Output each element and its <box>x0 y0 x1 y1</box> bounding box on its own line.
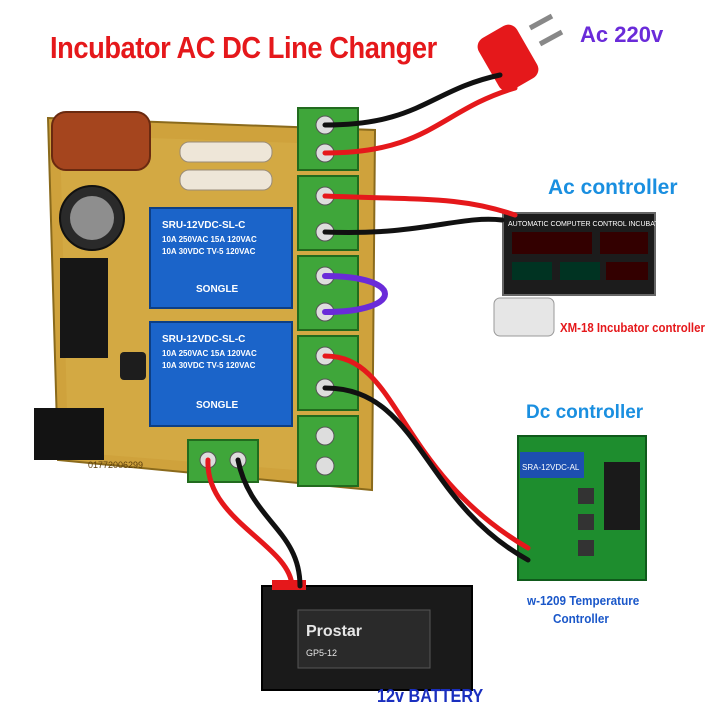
terminal-blocks <box>298 108 358 486</box>
battery-brand: Prostar <box>306 623 362 640</box>
resistor-2 <box>180 170 272 190</box>
relay1-brand: SONGLE <box>196 284 239 295</box>
ac-supply-label: Ac 220v <box>580 22 663 48</box>
ac-plug-icon <box>474 16 562 95</box>
w1209-label-line2: Controller <box>553 611 609 626</box>
relay1-rating2: 10A 30VDC TV-5 120VAC <box>162 247 256 256</box>
transistor <box>120 352 146 380</box>
relay2-brand: SONGLE <box>196 400 239 411</box>
film-capacitor <box>52 112 150 170</box>
battery-label: 12v BATTERY <box>377 686 483 707</box>
ic-chip <box>60 258 108 358</box>
ac-controller-header: AUTOMATIC COMPUTER CONTROL INCUBATOR <box>508 221 669 228</box>
w1209-label-line1: w-1209 Temperature <box>527 593 639 608</box>
pcb-phone: 01772006299 <box>88 460 143 470</box>
bottom-terminal <box>188 440 258 482</box>
relay2-rating1: 10A 250VAC 15A 120VAC <box>162 349 257 358</box>
diagram-title: Incubator AC DC Line Changer <box>50 30 437 66</box>
ac-controller-label: Ac controller <box>548 176 678 200</box>
humidity-sensor <box>494 298 554 336</box>
dc-jack <box>34 408 104 460</box>
relay2-model: SRU-12VDC-SL-C <box>162 334 245 345</box>
relay1-model: SRU-12VDC-SL-C <box>162 220 245 231</box>
resistor-1 <box>180 142 272 162</box>
battery-device <box>262 580 472 690</box>
xm18-label: XM-18 Incubator controller <box>560 320 705 335</box>
pcb-board <box>34 108 375 490</box>
battery-model: GP5-12 <box>306 648 337 658</box>
dc-controller-label: Dc controller <box>526 402 643 424</box>
dc-controller-device <box>518 436 646 580</box>
dc-relay-text: SRA-12VDC-AL <box>522 463 580 472</box>
relay2-rating2: 10A 30VDC TV-5 120VAC <box>162 361 256 370</box>
ac-controller-device <box>494 213 655 336</box>
relay1-rating1: 10A 250VAC 15A 120VAC <box>162 235 257 244</box>
